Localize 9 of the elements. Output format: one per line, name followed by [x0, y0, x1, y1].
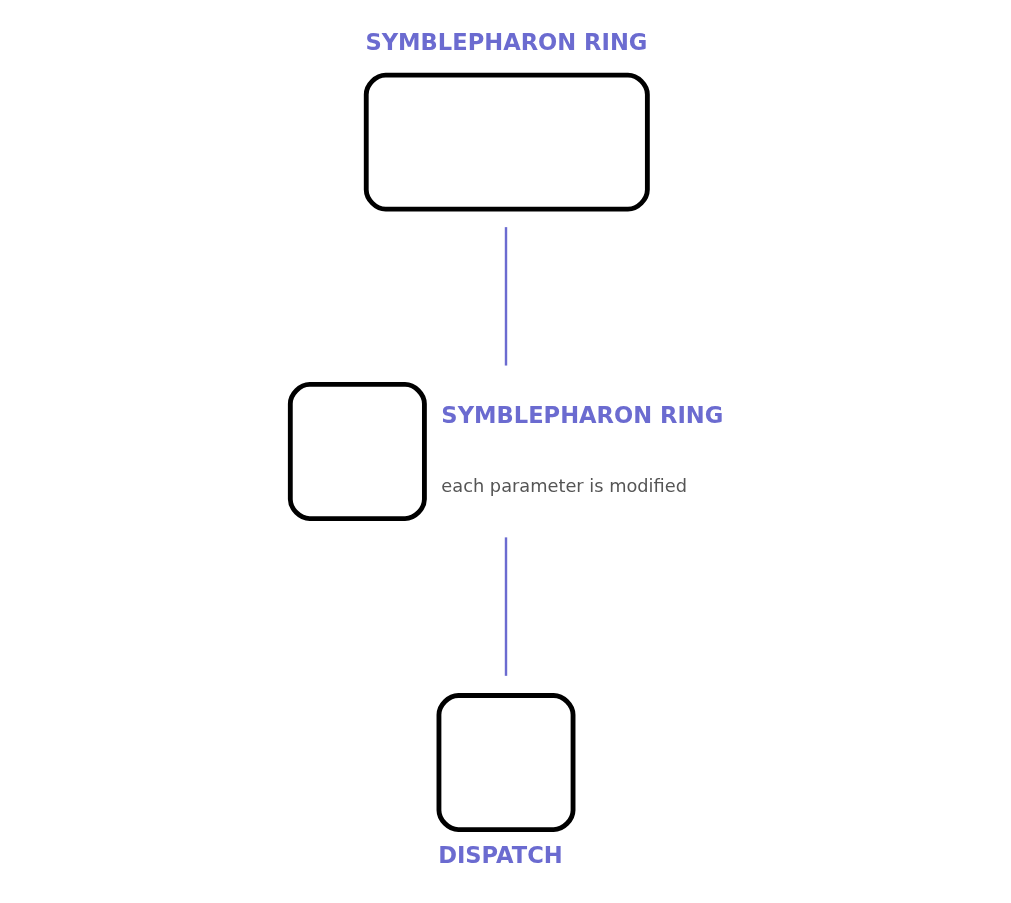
node-label: SYMBLEPHARON RING: [364, 29, 647, 56]
node-label: DISPATCH: [437, 842, 563, 868]
node-box: [436, 693, 575, 832]
node-box: [363, 72, 650, 212]
node-label: SYMBLEPHARON RING: [440, 401, 723, 428]
node-label: each parameter is modified: [440, 476, 687, 497]
connector: [504, 227, 507, 366]
node-box: [287, 382, 427, 521]
connector: [504, 537, 507, 676]
